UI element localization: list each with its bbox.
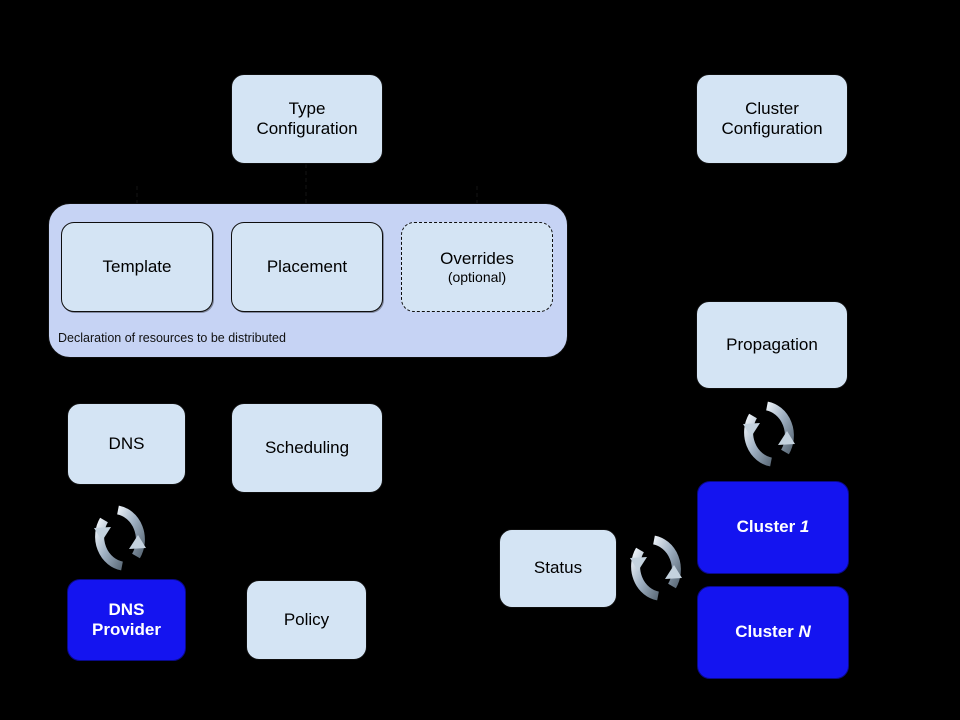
policy-label: Policy xyxy=(283,609,330,629)
cluster-1-label-prefix: Cluster xyxy=(736,517,800,537)
status-label: Status xyxy=(533,558,583,578)
group-caption: Declaration of resources to be distribut… xyxy=(58,331,286,345)
node-scheduling[interactable]: Scheduling xyxy=(231,403,383,493)
sync-icon-dns xyxy=(94,505,146,571)
cluster-configuration-label-line2: Configuration xyxy=(721,119,823,138)
node-template[interactable]: Template xyxy=(61,222,213,312)
cluster-1-label-suffix: 1 xyxy=(799,517,810,537)
node-propagation[interactable]: Propagation xyxy=(696,301,848,389)
node-policy[interactable]: Policy xyxy=(246,580,367,660)
node-dns[interactable]: DNS xyxy=(67,403,186,485)
scheduling-label: Scheduling xyxy=(264,437,350,457)
sync-icon-status xyxy=(630,535,682,601)
template-label: Template xyxy=(102,256,172,276)
type-configuration-label-line1: Type xyxy=(288,98,326,118)
cluster-n-label-suffix: N xyxy=(798,622,811,642)
node-status[interactable]: Status xyxy=(499,529,617,608)
overrides-label: Overrides xyxy=(440,248,514,268)
overrides-sublabel: (optional) xyxy=(447,268,507,285)
node-cluster-n[interactable]: Cluster N xyxy=(697,586,849,679)
node-overrides[interactable]: Overrides (optional) xyxy=(401,222,553,312)
node-dns-provider[interactable]: DNS Provider xyxy=(67,579,186,661)
cluster-n-label-prefix: Cluster xyxy=(735,622,799,642)
dns-provider-label-line2: Provider xyxy=(92,620,161,639)
propagation-label: Propagation xyxy=(726,334,818,354)
node-type-configuration[interactable]: Type Configuration xyxy=(231,74,383,164)
dns-provider-label-line1: DNS xyxy=(108,599,145,619)
placement-label: Placement xyxy=(266,256,348,276)
cluster-configuration-label-line1: Cluster xyxy=(745,98,799,118)
node-cluster-1[interactable]: Cluster 1 xyxy=(697,481,849,574)
type-configuration-label-line2: Configuration xyxy=(256,119,358,138)
dns-label: DNS xyxy=(108,433,145,453)
sync-icon-propagation xyxy=(743,401,795,467)
node-cluster-configuration[interactable]: Cluster Configuration xyxy=(696,74,848,164)
node-placement[interactable]: Placement xyxy=(231,222,383,312)
